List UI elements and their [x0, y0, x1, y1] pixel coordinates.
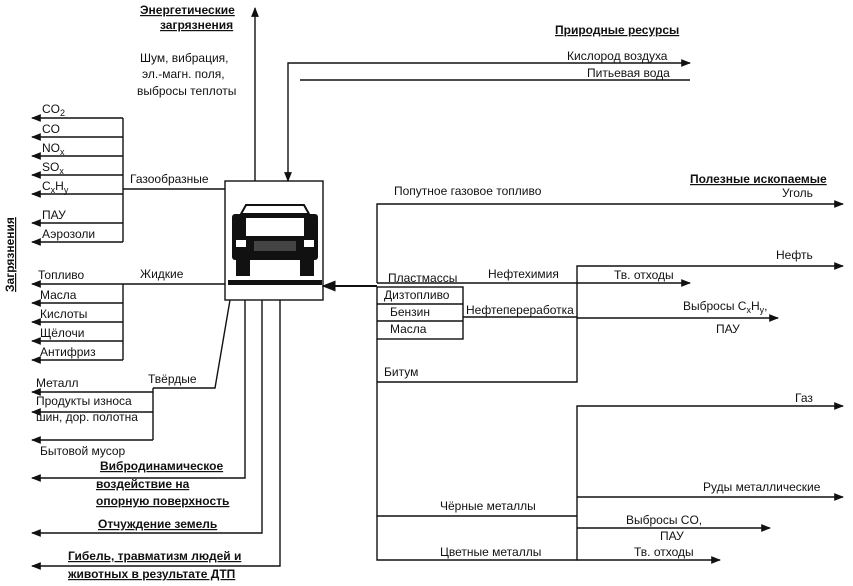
vibro-3: опорную поверхность	[96, 494, 229, 508]
liquid-antifreeze: Антифриз	[40, 345, 96, 359]
liquid-label: Жидкие	[140, 267, 184, 281]
land-alienation: Отчуждение земель	[98, 517, 217, 531]
gas-sox: SOx	[42, 160, 64, 176]
mineral-ores: Руды металлические	[703, 480, 821, 494]
minerals-title: Полезные ископаемые	[690, 172, 827, 186]
natural-water: Питьевая вода	[587, 66, 670, 80]
bitumen: Битум	[384, 365, 418, 379]
mineral-gas: Газ	[795, 391, 813, 405]
liquid-acids: Кислоты	[40, 307, 87, 321]
solid-wear-2: шин, дор. полотна	[36, 410, 138, 424]
emissions-2: Выбросы CO,	[626, 513, 702, 527]
pollution-side-label: Загрязнения	[3, 217, 17, 292]
liquid-alkalis: Щёлочи	[40, 326, 84, 340]
vibro-1: Вибродинамическое	[100, 459, 223, 473]
liquid-fuel: Топливо	[38, 268, 85, 282]
natural-title: Природные ресурсы	[555, 23, 679, 37]
car-front-icon	[228, 204, 322, 285]
associated-fuel: Попутное газовое топливо	[394, 184, 542, 198]
solid-wear-1: Продукты износа	[36, 394, 132, 408]
vibro-2: воздействие на	[96, 477, 190, 491]
nonferrous-metals: Цветные металлы	[440, 545, 541, 559]
diesel: Дизтопливо	[384, 288, 450, 302]
solid-household: Бытовой мусор	[40, 444, 126, 458]
gas-co: CO	[42, 122, 60, 136]
gas-pau: ПАУ	[42, 208, 66, 222]
energy-desc-3: выбросы теплоты	[137, 84, 236, 98]
mineral-coal: Уголь	[782, 186, 813, 200]
refining: Нефтепереработка	[466, 303, 574, 317]
ferrous-metals: Чёрные металлы	[440, 499, 536, 513]
gas-aerosols: Аэрозоли	[42, 227, 95, 241]
solid-label: Твёрдые	[148, 372, 197, 386]
oils-product: Масла	[390, 322, 427, 336]
mineral-oil: Нефть	[776, 248, 813, 262]
solid-waste-2: Тв. отходы	[634, 545, 694, 559]
energy-title-1: Энергетические	[140, 3, 235, 17]
liquid-oils: Масла	[40, 288, 77, 302]
natural-oxygen: Кислород воздуха	[567, 49, 668, 63]
pau-1: ПАУ	[716, 322, 740, 336]
plastics: Пластмассы	[388, 271, 457, 285]
car-box	[224, 180, 324, 301]
energy-desc-2: эл.-магн. поля,	[142, 67, 225, 81]
gaseous-list: CO2 CO NOx SOx CxHy ПАУ Аэрозоли	[31, 102, 123, 246]
death-2: животных в результате ДТП	[67, 567, 235, 581]
solid-waste-1: Тв. отходы	[614, 268, 674, 282]
pau-2: ПАУ	[660, 529, 684, 543]
energy-desc-1: Шум, вибрация,	[140, 51, 229, 65]
petrochem: Нефтехимия	[488, 267, 559, 281]
gaseous-label: Газообразные	[130, 172, 209, 186]
petrol: Бензин	[390, 305, 430, 319]
energy-title-2: загрязнения	[160, 18, 233, 32]
emissions-1: Выбросы CxHy,	[683, 299, 768, 315]
solid-metal: Металл	[36, 376, 78, 390]
gas-co2: CO2	[42, 102, 65, 118]
gas-nox: NOx	[42, 141, 65, 157]
gas-cxhy: CxHy	[42, 179, 69, 195]
death-1: Гибель, травматизм людей и	[68, 549, 241, 563]
products-box	[376, 286, 464, 340]
